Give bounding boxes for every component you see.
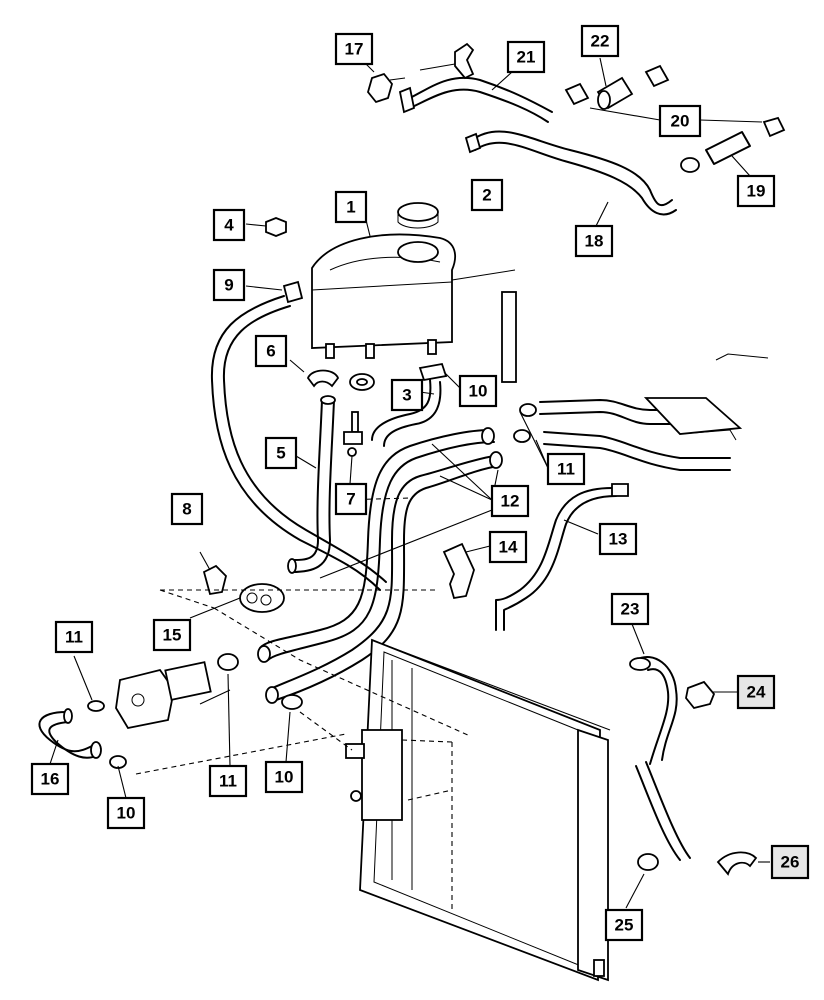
coupling-22 [564,64,670,110]
callout-24: 24 [736,674,776,710]
auxiliary-pump [115,661,212,730]
sensor-7 [343,411,363,457]
callout-25: 25 [604,908,644,942]
callout-19: 19 [736,174,776,208]
svg-text:2: 2 [482,186,491,205]
svg-text:21: 21 [517,48,536,67]
radiator [345,638,611,982]
clamp-8-bracket-15 [202,564,285,613]
svg-text:9: 9 [224,276,233,295]
svg-text:17: 17 [345,40,364,59]
callout-6: 6 [254,334,288,368]
svg-text:1: 1 [346,198,355,217]
vent-hose [210,295,387,591]
hose-3 [371,362,448,447]
callout-18: 18 [574,224,614,258]
svg-text:23: 23 [621,600,640,619]
clamp-9 [282,280,304,304]
clip-26 [716,851,758,876]
callout-8: 8 [170,492,204,526]
callout-2: 2 [470,178,504,212]
callout-14: 14 [488,530,528,564]
leader-lines [49,57,770,909]
svg-text:13: 13 [609,530,628,549]
callout-7: 7 [334,482,368,516]
hose-21 [398,76,553,123]
hose-16 [38,708,102,759]
svg-text:18: 18 [585,232,604,251]
svg-text:24: 24 [747,683,766,702]
svg-text:10: 10 [275,768,294,787]
callout-11-top-right: 11 [546,452,586,486]
callout-23: 23 [610,592,650,626]
svg-text:11: 11 [557,460,575,479]
hoses-23-25 [629,655,691,871]
callout-5: 5 [264,436,298,470]
hose-12 [257,427,503,704]
callout-10-bottom-left: 10 [106,796,146,830]
callout-9: 9 [212,268,246,302]
hose-18 [464,130,677,216]
callout-16: 16 [30,762,70,796]
svg-text:26: 26 [781,853,800,872]
bracket-14 [442,542,475,600]
svg-text:10: 10 [469,382,488,401]
svg-text:11: 11 [65,628,83,647]
svg-text:20: 20 [671,112,690,131]
svg-text:3: 3 [402,386,411,405]
callout-21: 21 [506,40,546,74]
hose-5 [287,395,336,574]
svg-text:12: 12 [501,492,520,511]
callout-12: 12 [490,484,530,518]
tube-13 [495,483,629,631]
svg-text:14: 14 [499,538,518,557]
svg-text:19: 19 [747,182,766,201]
coolant-reservoir-1 [311,202,456,359]
bracket-2 [451,269,517,383]
callout-1: 1 [334,190,368,224]
callout-10-top: 10 [458,374,498,408]
nut-4 [265,217,287,237]
bleed-valve-17 [367,42,475,104]
svg-text:25: 25 [615,916,634,935]
svg-text:6: 6 [266,342,275,361]
callout-3: 3 [390,378,424,412]
callout-11-left: 11 [54,620,94,654]
callout-13: 13 [598,522,638,556]
svg-text:8: 8 [182,500,191,519]
callout-22: 22 [580,24,620,58]
svg-text:11: 11 [219,772,237,791]
clamp-6 [306,369,375,391]
svg-text:15: 15 [163,626,182,645]
callout-17: 17 [334,32,374,66]
callout-11-bottom: 11 [208,764,248,798]
svg-text:4: 4 [224,216,234,235]
callout-26: 26 [770,844,810,880]
svg-text:22: 22 [591,32,610,51]
callout-10-bottom-middle: 10 [264,760,304,794]
svg-text:7: 7 [346,490,355,509]
svg-text:10: 10 [117,804,136,823]
svg-text:16: 16 [41,770,60,789]
hose-19 [680,116,786,173]
svg-text:5: 5 [276,444,285,463]
clamp-24 [685,680,716,710]
callout-20: 20 [658,104,702,138]
callout-15: 15 [152,618,192,652]
clamps-11-top [513,403,537,443]
heater-pipes [539,353,769,471]
callout-4: 4 [212,208,246,242]
